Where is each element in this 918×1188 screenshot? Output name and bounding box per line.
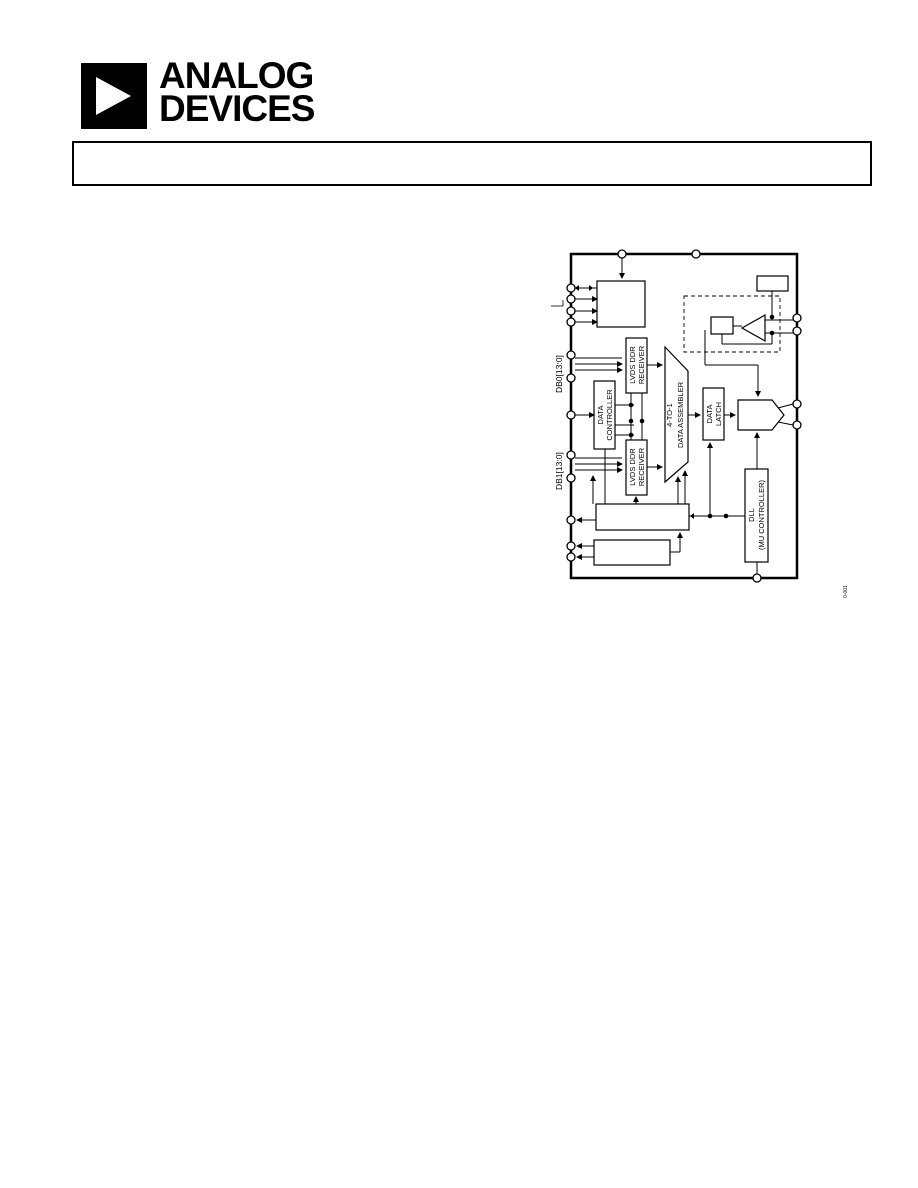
data-latch-block bbox=[702, 387, 725, 441]
lvds-bottom-line2: RECEIVER bbox=[637, 447, 646, 486]
lvds-top-line2: RECEIVER bbox=[637, 345, 646, 384]
lvds-top-line1: LVDS DDR bbox=[628, 346, 637, 384]
data-controller-line1: DATA bbox=[596, 406, 605, 425]
ref-small-box bbox=[710, 316, 734, 335]
lvds-bottom-line1: LVDS DDR bbox=[628, 448, 637, 486]
pin-top-1 bbox=[617, 249, 627, 259]
logo-wordmark: ANALOG DEVICES bbox=[159, 55, 315, 129]
pin-right-out1 bbox=[792, 399, 802, 409]
dac-output-block bbox=[737, 399, 785, 431]
logo-line-2: DEVICES bbox=[159, 88, 315, 129]
latch-line2: LATCH bbox=[714, 402, 723, 426]
assembler-line1: 4-TO-1 bbox=[665, 403, 674, 427]
pin-left-b1 bbox=[566, 541, 576, 551]
title-banner bbox=[72, 141, 872, 186]
pin-bottom-dll bbox=[752, 573, 762, 583]
functional-block-diagram: DB0[13:0] LVDS DDR RECEIVER DATA CONTROL… bbox=[540, 245, 870, 610]
logo-triangle-icon bbox=[81, 63, 147, 129]
latch-line1: DATA bbox=[705, 405, 714, 424]
pin-left-1 bbox=[566, 283, 576, 293]
reference-region bbox=[683, 295, 781, 353]
assembler-line2: DATA ASSEMBLER bbox=[676, 381, 685, 448]
dll-line2: (MU CONTROLLER) bbox=[757, 480, 766, 551]
pin-left-4 bbox=[566, 317, 576, 327]
ref-top-box bbox=[756, 275, 789, 292]
pin-top-2 bbox=[691, 249, 701, 259]
pin-db0-b bbox=[566, 373, 576, 383]
pin-db1-a bbox=[566, 450, 576, 460]
pin-left-mid bbox=[566, 410, 576, 420]
pin-db0-a bbox=[566, 350, 576, 360]
ref-amplifier-icon bbox=[740, 313, 766, 343]
pin-left-2 bbox=[566, 294, 576, 304]
pin-right-ref1 bbox=[792, 313, 802, 323]
serial-port-block bbox=[596, 280, 646, 328]
logo-line-1: ANALOG bbox=[159, 55, 314, 96]
pin-right-out2 bbox=[792, 420, 802, 430]
data-controller-line2: CONTROLLER bbox=[605, 389, 614, 441]
bottom-left-block bbox=[593, 539, 671, 566]
db1-label: DB1[13:0] bbox=[554, 452, 564, 490]
pin-right-ref2 bbox=[792, 326, 802, 336]
pin-left-3 bbox=[566, 306, 576, 316]
pin-left-clk bbox=[566, 515, 576, 525]
dll-line1: DLL bbox=[747, 508, 756, 522]
pin-db1-b bbox=[566, 473, 576, 483]
clock-block bbox=[595, 503, 690, 531]
data-assembler-block bbox=[664, 345, 689, 484]
db0-label: DB0[13:0] bbox=[554, 355, 564, 393]
figure-id: 0-001 bbox=[843, 585, 849, 598]
analog-devices-logo: ANALOG DEVICES bbox=[81, 57, 321, 133]
pin-left-b2 bbox=[566, 552, 576, 562]
